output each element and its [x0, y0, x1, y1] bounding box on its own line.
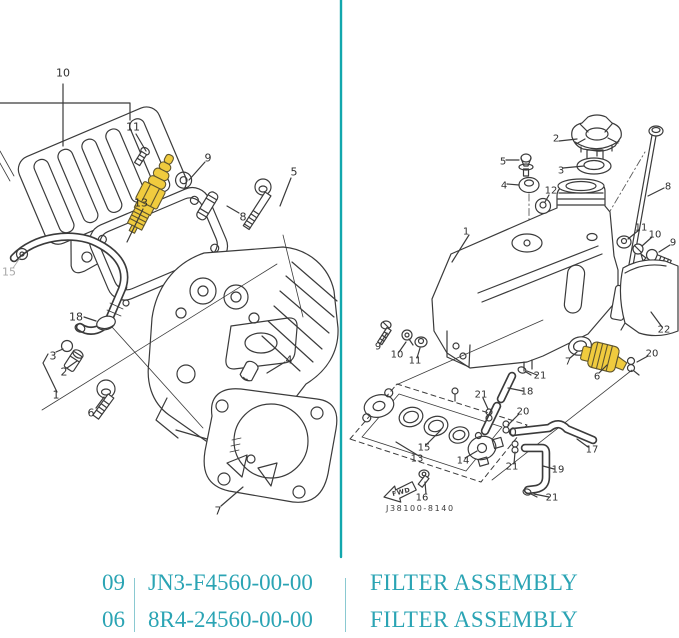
- tank-bolt: [518, 153, 534, 177]
- cap-seal: [576, 149, 612, 175]
- parts-list: 09 JN3-F4560-00-00 FILTER ASSEMBLY 06 8R…: [0, 564, 679, 638]
- fuel-tank-diagram: [349, 114, 679, 503]
- edge-stud: [0, 150, 15, 182]
- cylinder-head-diagram: [0, 83, 339, 507]
- fuel-pipe-17: [508, 420, 598, 445]
- grommet-12: [534, 197, 552, 215]
- pump-body: [467, 431, 504, 467]
- parts-row: 06 8R4-24560-00-00 FILTER ASSEMBLY: [0, 607, 679, 637]
- mount-bolt: [377, 320, 392, 346]
- flange-bolt: [92, 379, 116, 420]
- right-leader-lines: [379, 138, 671, 498]
- diagram-code: J38100-8140: [386, 504, 455, 513]
- pump-ring: [423, 415, 449, 437]
- mount-washer: [414, 336, 428, 348]
- hose-clip: [522, 488, 538, 498]
- breather-hose: [9, 232, 130, 335]
- fwd-arrow: [383, 481, 417, 503]
- fuel-cap: [571, 114, 622, 157]
- fuel-hose-19: [520, 443, 551, 495]
- pump-flange: [362, 388, 395, 423]
- screw: [632, 243, 647, 262]
- small-bolt: [133, 146, 150, 167]
- side-cover: [619, 259, 679, 337]
- mount-screw: [401, 329, 414, 346]
- hose-clip: [511, 440, 519, 454]
- column-separator: [345, 578, 346, 632]
- part-number: 8R4-24560-00-00: [148, 607, 313, 632]
- stud-bolt: [196, 191, 219, 221]
- o-ring: [60, 339, 74, 353]
- drain-bolt: [417, 469, 430, 488]
- head-gasket: [203, 388, 338, 503]
- fuel-filter: [580, 341, 628, 373]
- fuel-tank: [431, 178, 619, 372]
- pump-oring: [448, 426, 470, 444]
- fuel-hose-18: [480, 371, 517, 436]
- dome-plug: [96, 315, 116, 331]
- part-ref: 06: [102, 607, 125, 632]
- parts-row: 09 JN3-F4560-00-00 FILTER ASSEMBLY: [0, 570, 679, 600]
- part-ref: 09: [102, 570, 125, 595]
- grommet: [15, 247, 29, 261]
- left-leader-lines: [0, 83, 304, 507]
- dowel-pin: [239, 360, 259, 382]
- wire-clip: [626, 356, 640, 376]
- column-separator: [134, 578, 135, 632]
- pump-screw: [451, 387, 459, 402]
- part-description: FILTER ASSEMBLY: [370, 607, 579, 632]
- hose-clip: [517, 366, 532, 376]
- grommet-4: [518, 176, 540, 194]
- wire-clip: [502, 420, 510, 434]
- pump-ring: [398, 406, 424, 428]
- diagram-canvas: [0, 0, 679, 559]
- long-bolt: [242, 178, 272, 231]
- hose-clip: [485, 408, 493, 422]
- part-description: FILTER ASSEMBLY: [370, 570, 579, 595]
- part-number: JN3-F4560-00-00: [148, 570, 313, 595]
